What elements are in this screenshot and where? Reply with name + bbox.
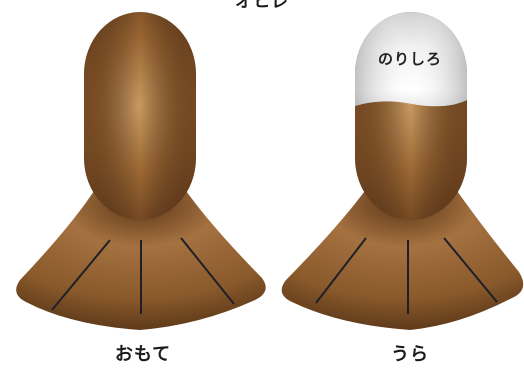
- front-fin: [16, 12, 266, 330]
- back-glue-area: [355, 12, 467, 107]
- back-fold-line-right: [443, 237, 498, 303]
- back-fin: [281, 12, 524, 330]
- front-fold-line-right: [180, 237, 235, 305]
- front-fold-line-left: [51, 239, 111, 311]
- glue-area-label: のりしろ: [377, 50, 442, 68]
- front-side-label: おもて: [114, 344, 172, 365]
- diagram-title: オヒレ: [235, 0, 289, 12]
- back-skirt: [281, 188, 524, 330]
- back-side-label: うら: [391, 344, 429, 365]
- back-fold-line-left: [315, 237, 367, 304]
